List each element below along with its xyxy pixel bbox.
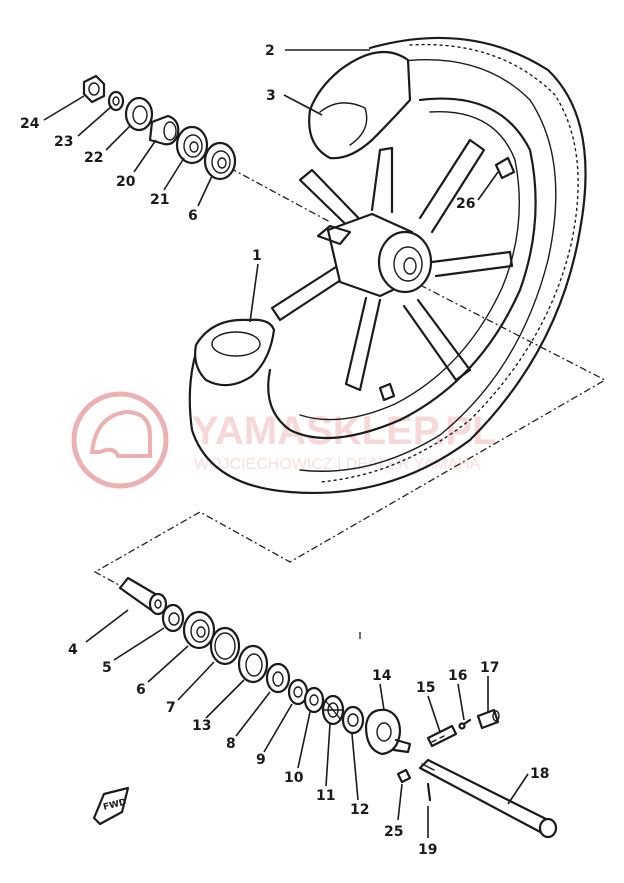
label-part-6-upper: 6 bbox=[188, 208, 198, 224]
leader-lines bbox=[43, 49, 529, 838]
part-13-ring bbox=[237, 644, 269, 684]
label-part-2: 2 bbox=[265, 43, 275, 59]
label-part-3: 3 bbox=[266, 88, 276, 104]
label-part-22: 22 bbox=[84, 150, 103, 166]
label-part-15: 15 bbox=[416, 680, 435, 696]
part-24-nut bbox=[82, 74, 106, 104]
watermark-subtitle: WOJCIECHOWICZ | DEALER YAMAHA bbox=[194, 456, 481, 473]
label-part-9: 9 bbox=[256, 752, 266, 768]
part-5-seal bbox=[161, 603, 185, 633]
tire-section-bottom-hole bbox=[211, 331, 261, 357]
label-part-7: 7 bbox=[166, 700, 176, 716]
rim-nub bbox=[378, 382, 396, 402]
label-part-25: 25 bbox=[384, 824, 403, 840]
label-part-21: 21 bbox=[150, 192, 169, 208]
tire-section-bottom bbox=[194, 318, 276, 387]
part-21-bearing bbox=[175, 125, 209, 165]
lower-parts bbox=[118, 576, 558, 839]
spokes bbox=[270, 138, 514, 392]
label-part-19: 19 bbox=[418, 842, 437, 858]
part-labels: 2 3 1 26 24 23 22 20 21 6 4 5 6 7 13 8 9… bbox=[20, 43, 549, 858]
label-part-6-lower: 6 bbox=[136, 682, 146, 698]
label-part-11: 11 bbox=[316, 788, 335, 804]
part-12-seal bbox=[341, 705, 365, 735]
watermark-logo-icon bbox=[71, 391, 169, 489]
valve bbox=[494, 156, 516, 180]
label-part-26: 26 bbox=[456, 196, 475, 212]
part-15-shaft bbox=[426, 724, 458, 748]
label-part-1: 1 bbox=[252, 248, 262, 264]
hub bbox=[316, 212, 433, 298]
part-4-spacer bbox=[118, 576, 168, 616]
rim bbox=[267, 97, 537, 440]
tire-outer bbox=[188, 36, 587, 494]
label-part-14: 14 bbox=[372, 668, 392, 684]
label-part-5: 5 bbox=[102, 660, 112, 676]
part-19-pin bbox=[426, 782, 432, 802]
wheel-assembly bbox=[188, 36, 587, 494]
watermark-title: YAMASKLEP.PL bbox=[192, 409, 497, 453]
part-22-seal bbox=[124, 96, 154, 132]
watermark: YAMASKLEP.PL WOJCIECHOWICZ | DEALER YAMA… bbox=[71, 391, 497, 489]
label-part-13: 13 bbox=[192, 718, 211, 734]
rim-inner bbox=[299, 111, 521, 421]
upper-small-parts bbox=[82, 74, 237, 181]
tire-tread bbox=[319, 43, 579, 483]
part-10-washer bbox=[303, 686, 325, 714]
fwd-arrow-icon: FWD bbox=[92, 786, 130, 826]
part-18-axle bbox=[418, 758, 558, 839]
part-6-bearing-upper bbox=[203, 141, 237, 181]
label-part-10: 10 bbox=[284, 770, 304, 786]
part-17-bushing bbox=[476, 708, 500, 730]
part-6-bearing-lower bbox=[182, 610, 216, 650]
tube-section bbox=[319, 102, 368, 146]
label-part-18: 18 bbox=[530, 766, 549, 782]
part-25-screw bbox=[396, 768, 412, 784]
label-part-4: 4 bbox=[68, 642, 78, 658]
part-16-pin bbox=[458, 718, 472, 730]
label-part-16: 16 bbox=[448, 668, 467, 684]
tire-inner-edge bbox=[299, 59, 557, 472]
part-23-washer bbox=[107, 90, 125, 112]
part-11-gear bbox=[321, 694, 345, 726]
part-20-collar bbox=[148, 114, 180, 146]
label-part-20: 20 bbox=[116, 174, 136, 190]
label-part-8: 8 bbox=[226, 736, 236, 752]
part-8-washer bbox=[265, 662, 291, 694]
part-14-housing bbox=[364, 708, 412, 756]
label-part-17: 17 bbox=[480, 660, 499, 676]
watermark-helmet-icon bbox=[89, 409, 152, 458]
label-part-12: 12 bbox=[350, 802, 369, 818]
label-part-23: 23 bbox=[54, 134, 73, 150]
part-7-ring bbox=[209, 626, 241, 666]
label-part-24: 24 bbox=[20, 116, 40, 132]
